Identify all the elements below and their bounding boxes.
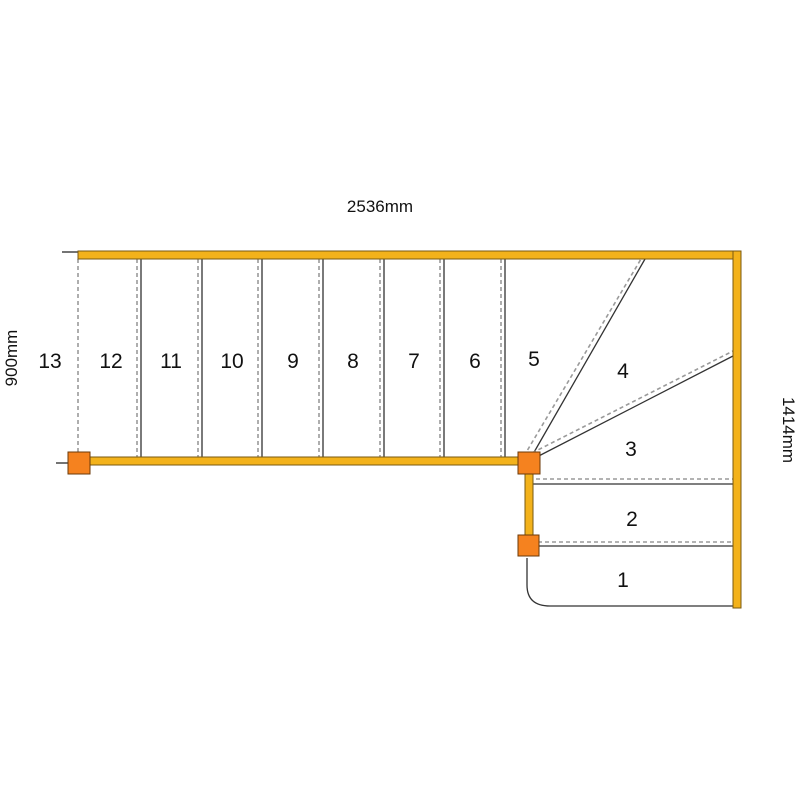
right-stringer xyxy=(732,250,742,609)
step-number-9: 9 xyxy=(287,350,299,373)
top-stringer xyxy=(77,250,742,260)
inner-stringer xyxy=(77,456,531,466)
newel-posts xyxy=(67,451,541,557)
step-number-6: 6 xyxy=(469,350,481,373)
step-number-7: 7 xyxy=(408,350,420,373)
nosing-line xyxy=(525,350,734,457)
step-number-8: 8 xyxy=(347,350,359,373)
step-number-11: 11 xyxy=(160,350,182,373)
step-number-3: 3 xyxy=(625,438,637,461)
right-depth-dimension-label: 1414mm xyxy=(779,397,798,463)
stringers xyxy=(77,250,742,609)
newel-post-corner xyxy=(517,451,541,475)
step-number-4: 4 xyxy=(617,360,629,383)
newel-post-bottom xyxy=(517,534,540,557)
step-numbers: 1 2 3 4 5 6 7 8 9 10 11 12 13 xyxy=(38,348,638,592)
step-number-5: 5 xyxy=(528,348,540,371)
newel-post-left xyxy=(67,451,91,475)
step-number-1: 1 xyxy=(617,569,629,592)
step-number-13: 13 xyxy=(38,350,61,373)
left-depth-dimension-label: 900mm xyxy=(2,330,21,387)
step-number-2: 2 xyxy=(626,508,638,531)
riser-lines xyxy=(140,258,734,607)
winder-line xyxy=(528,355,734,462)
bottom-step-outline xyxy=(526,558,733,607)
step-number-12: 12 xyxy=(99,350,122,373)
width-dimension-label: 2536mm xyxy=(347,197,413,216)
nosing-lines xyxy=(77,258,734,543)
nosing-line xyxy=(523,258,642,457)
step-number-10: 10 xyxy=(220,350,243,373)
winder-line xyxy=(528,258,646,462)
